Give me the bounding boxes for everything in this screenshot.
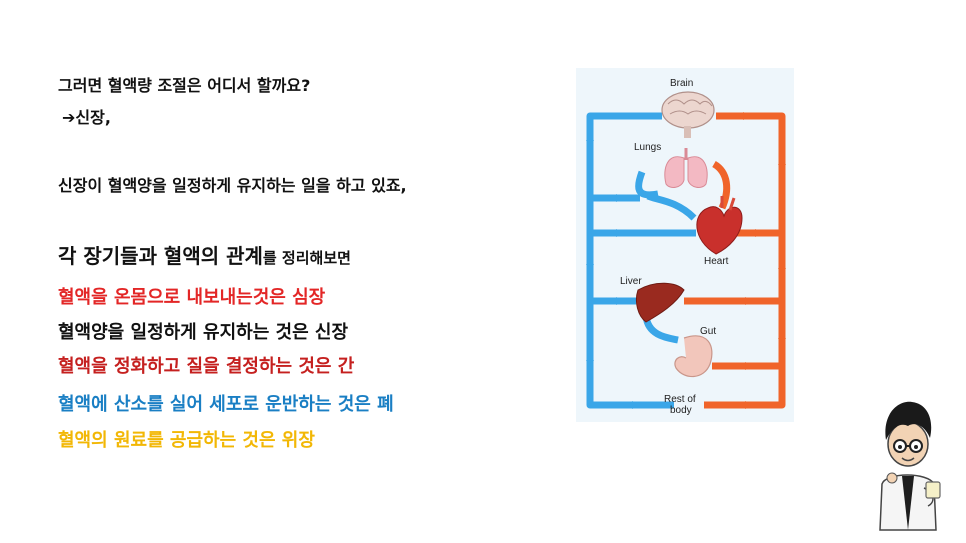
right-arrow-icon: ➔ bbox=[62, 108, 76, 127]
circulation-diagram: Brain Lungs Heart Liver Gut Rest of body bbox=[576, 68, 794, 422]
item-lung: 혈액에 산소를 실어 세포로 운반하는 것은 폐 bbox=[58, 394, 394, 415]
liver-icon bbox=[635, 282, 685, 323]
brain-icon bbox=[661, 91, 715, 138]
liver-label: Liver bbox=[620, 276, 642, 287]
item-kidney: 혈액양을 일정하게 유지하는 것은 신장 bbox=[58, 322, 349, 343]
item-heart: 혈액을 온몸으로 내보내는것은 심장 bbox=[58, 287, 326, 308]
scientist-character-illustration bbox=[879, 401, 941, 531]
rest-of-body-label-line2: body bbox=[670, 405, 692, 416]
gut-label: Gut bbox=[700, 326, 716, 337]
statement-text: 신장이 혈액양을 일정하게 유지하는 일을 하고 있죠, bbox=[58, 176, 407, 195]
heart-label: Heart bbox=[704, 256, 729, 267]
answer-line: ➔신장, bbox=[62, 104, 111, 128]
item-stomach: 혈액의 원료를 공급하는 것은 위장 bbox=[58, 430, 315, 451]
red-arrowheads bbox=[736, 112, 786, 409]
summary-heading-suffix: 를 정리해보면 bbox=[262, 249, 351, 267]
rest-of-body-label-line1: Rest of bbox=[664, 394, 696, 405]
gut-icon bbox=[674, 335, 713, 378]
question-text: 그러면 혈액량 조절은 어디서 할까요? bbox=[58, 76, 311, 95]
item-liver: 혈액을 정화하고 질을 결정하는 것은 간 bbox=[58, 356, 355, 377]
lungs-label: Lungs bbox=[634, 142, 661, 153]
summary-heading-main: 각 장기들과 혈액의 관계 bbox=[58, 244, 263, 268]
lungs-icon bbox=[664, 148, 708, 188]
blue-arrowheads bbox=[586, 140, 640, 409]
heart-icon bbox=[696, 196, 743, 255]
summary-heading: 각 장기들과 혈액의 관계를 정리해보면 bbox=[58, 240, 351, 269]
brain-label: Brain bbox=[670, 78, 693, 89]
answer-text: 신장, bbox=[75, 108, 111, 127]
